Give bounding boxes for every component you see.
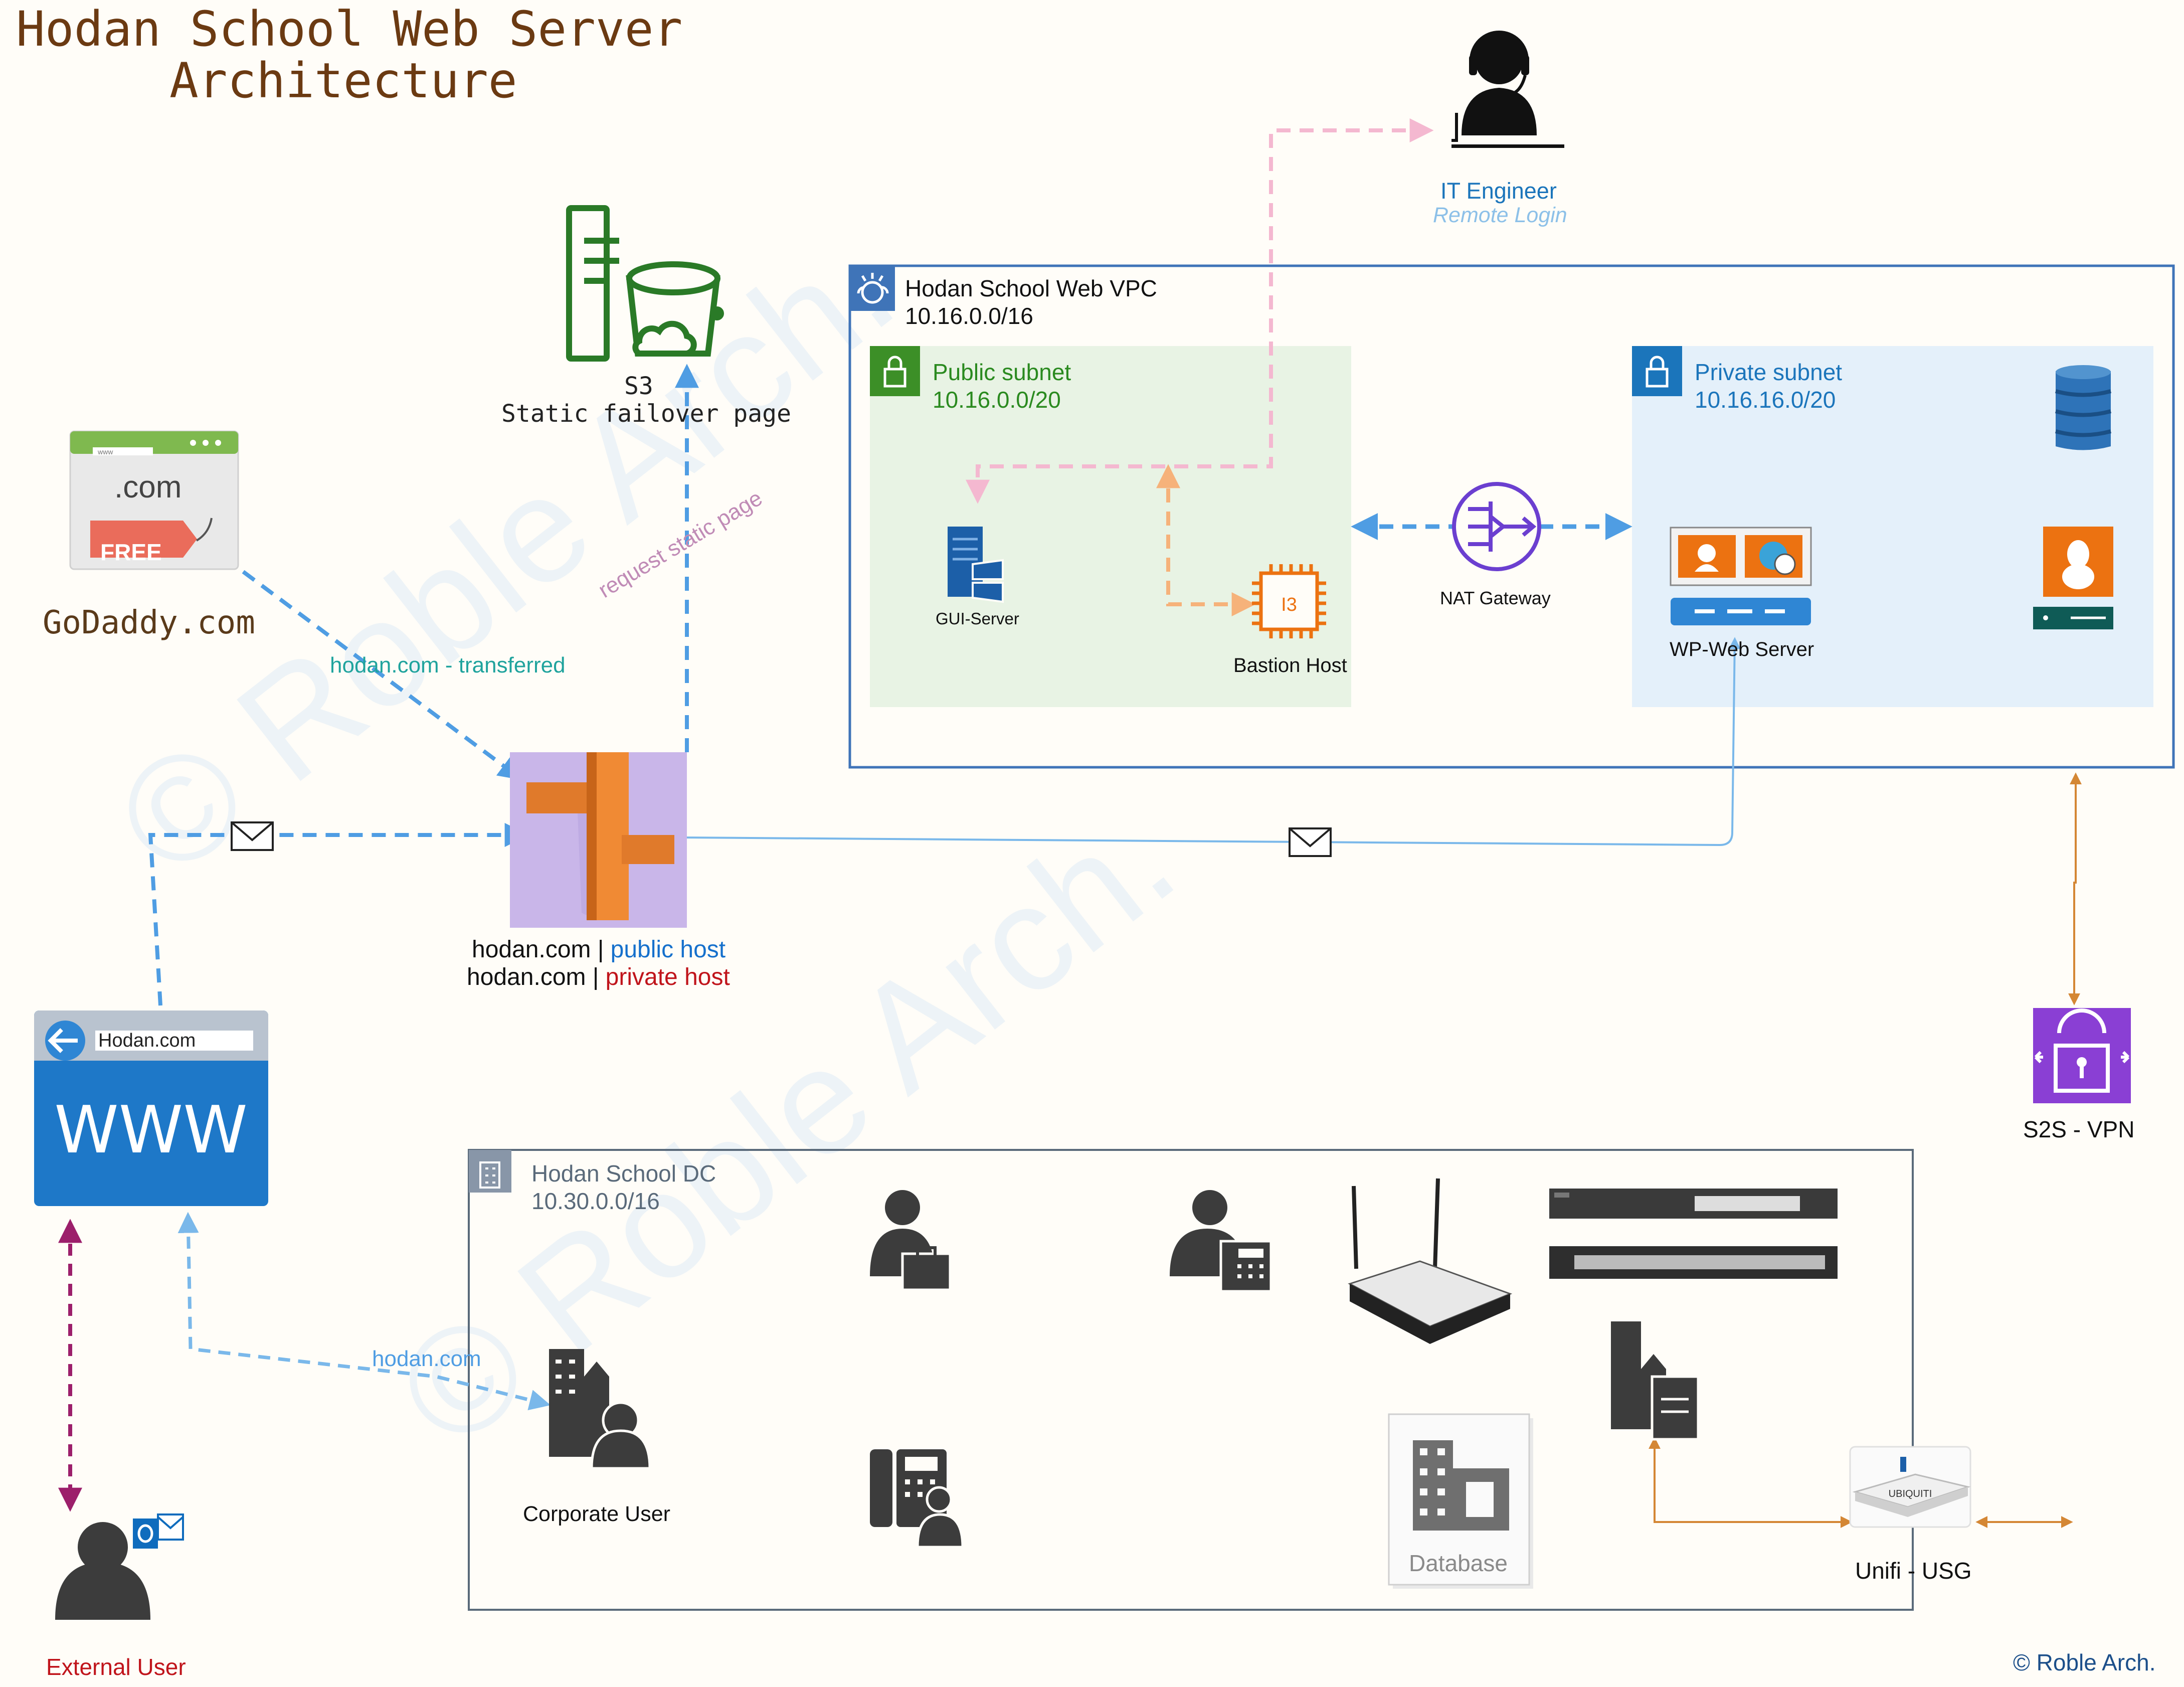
edge-router-to-dc-server (1649, 1437, 1853, 1528)
route53-domain-text: hodan.com (472, 936, 591, 963)
svg-text:© Roble Arch.: © Roble Arch. (368, 774, 1204, 1479)
route53-private-host: private host (605, 964, 730, 990)
vpn-icon (2033, 1008, 2131, 1103)
svg-text:UBIQUITI: UBIQUITI (1889, 1488, 1932, 1499)
vpc-cloud-icon (850, 266, 895, 311)
corporate-user-label: Corporate User (523, 1502, 670, 1526)
private-subnet-name: Private subnet (1695, 359, 1843, 385)
dc-name: Hodan School DC (531, 1160, 716, 1187)
dynamodb-icon (2055, 365, 2112, 450)
it-engineer-sublabel: Remote Login (1433, 203, 1567, 227)
copyright-text: © Roble Arch. (2013, 1649, 2156, 1675)
external-user-label: External User (46, 1654, 186, 1680)
edge-vpn-to-vpc (2068, 772, 2082, 1005)
nat-gateway-label: NAT Gateway (1440, 588, 1551, 608)
office-user-icon (870, 1190, 952, 1291)
database-card-icon (1388, 1413, 1533, 1589)
edge-browser-to-route53 (148, 823, 529, 1006)
route53-separator: | (592, 964, 599, 990)
domain-browser-icon: www .com FREE (69, 430, 239, 570)
linux-server-icon (2033, 527, 2113, 629)
mail-envelope-icon (1289, 827, 1332, 857)
godaddy-label: GoDaddy.com (43, 604, 255, 641)
external-user-icon (55, 1513, 184, 1620)
ip-phone-icon (870, 1449, 964, 1549)
public-subnet-name: Public subnet (933, 359, 1071, 385)
wp-web-server-label: WP-Web Server (1670, 638, 1814, 660)
ec2-instance-chip-icon: I3 (1252, 564, 1326, 638)
edge-bastion-to-gui-server (1156, 464, 1256, 616)
edge-route53-to-wp-server (681, 637, 1741, 847)
edge-godaddy-to-route53 (242, 570, 523, 780)
wp-web-server-icon (1670, 527, 1812, 625)
browser-www-text: WWW (54, 1092, 248, 1168)
private-subnet-lock-icon (1632, 346, 1682, 396)
website-browser-icon: Hodan.com WWW (34, 1010, 268, 1206)
windows-server-icon (948, 527, 1004, 603)
public-subnet-lock-icon (870, 346, 920, 396)
route53-record-private: hodan.com | private host (467, 963, 730, 991)
nat-gateway-icon (1452, 482, 1541, 571)
corporate-user-icon (549, 1349, 651, 1470)
vpn-label: S2S - VPN (2023, 1116, 2135, 1142)
private-subnet-cidr: 10.16.16.0/20 (1695, 387, 1836, 413)
unifi-router-icon: UBIQUITI (1849, 1446, 1971, 1528)
svg-text:FREE: FREE (100, 539, 162, 565)
dc-server-building-icon (1611, 1321, 1700, 1441)
diagram-title-line1: Hodan School Web Server (16, 1, 683, 57)
phone-user-icon (1170, 1190, 1272, 1293)
route53-domain-text: hodan.com (467, 964, 586, 990)
vpc-boundary (848, 264, 2175, 769)
edge-label-corporate-link: hodan.com (372, 1346, 481, 1371)
dc-cidr: 10.30.0.0/16 (531, 1188, 660, 1214)
diagram-title-line2: Architecture (169, 53, 517, 109)
svg-text:I3: I3 (1281, 594, 1297, 615)
wireless-router-icon (1348, 1178, 1513, 1344)
vpc-name: Hodan School Web VPC (905, 275, 1157, 301)
it-engineer-label: IT Engineer (1440, 178, 1557, 204)
s3-bucket-icon (566, 205, 724, 362)
route53-separator: | (597, 936, 604, 963)
s3-label: S3 (624, 372, 653, 400)
edge-label-godaddy-transfer: hodan.com - transferred (330, 653, 566, 678)
edge-it-engineer-to-gui-server (966, 118, 1434, 504)
svg-text:.com: .com (114, 470, 181, 504)
mail-envelope-icon (231, 821, 274, 851)
bastion-host-label: Bastion Host (1233, 654, 1347, 677)
route53-icon (510, 752, 687, 928)
route53-record-public: hodan.com | public host (472, 936, 725, 963)
svg-text:www: www (97, 448, 113, 456)
it-engineer-icon (1451, 31, 1564, 148)
vpc-cidr: 10.16.0.0/16 (905, 303, 1033, 329)
route53-public-host: public host (610, 936, 726, 963)
network-switch-icon (1549, 1189, 1838, 1279)
gui-server-label: GUI-Server (936, 609, 1019, 628)
public-subnet-cidr: 10.16.0.0/20 (933, 387, 1061, 413)
s3-sublabel: Static failover page (501, 400, 791, 428)
database-label: Database (1409, 1550, 1508, 1576)
datacenter-building-icon (469, 1150, 511, 1193)
edge-corporate-to-browser (177, 1212, 551, 1411)
unifi-router-label: Unifi - USG (1855, 1558, 1972, 1584)
browser-url-text: Hodan.com (98, 1030, 196, 1051)
